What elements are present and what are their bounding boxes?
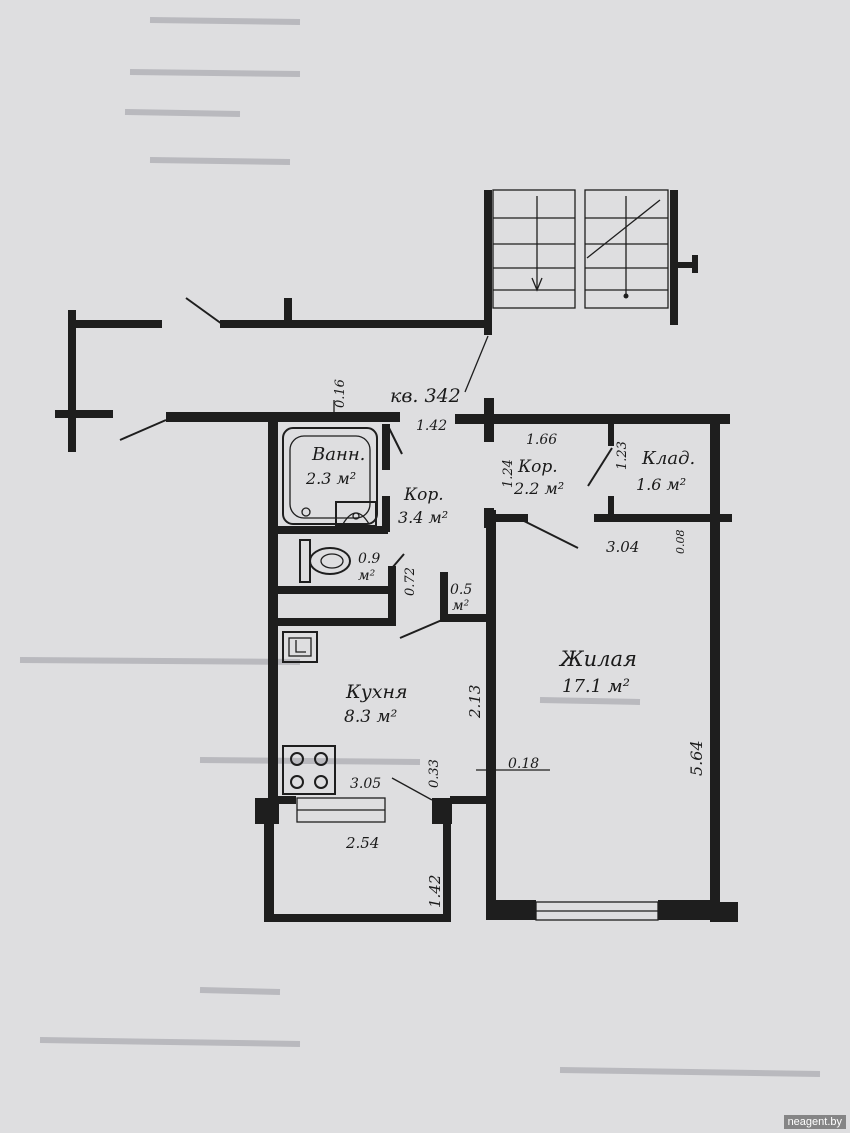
kitchen-area: 8.3 м² bbox=[344, 707, 398, 727]
dim-0-16: 0.16 bbox=[333, 379, 348, 408]
dim-3-04: 3.04 bbox=[606, 538, 639, 556]
dim-1-23: 1.23 bbox=[615, 441, 630, 470]
corridor-small-area: 2.2 м² bbox=[513, 479, 564, 498]
storage-area: 1.6 м² bbox=[636, 475, 686, 494]
living-area: 17.1 м² bbox=[562, 676, 630, 697]
landing-walls bbox=[55, 297, 492, 452]
dimension-lines bbox=[333, 400, 550, 801]
dim-5-64: 5.64 bbox=[687, 740, 706, 776]
corridor-main-area: 3.4 м² bbox=[398, 508, 448, 527]
wc-area-unit: м² bbox=[358, 568, 376, 584]
dim-3-05: 3.05 bbox=[350, 776, 381, 792]
closet-area-unit: м² bbox=[452, 598, 470, 614]
closet-area-number: 0.5 bbox=[450, 582, 472, 598]
dim-1-66: 1.66 bbox=[526, 432, 557, 448]
dim-0-08: 0.08 bbox=[674, 530, 687, 555]
staircase bbox=[484, 189, 698, 335]
apartment-number: кв. 342 bbox=[390, 385, 461, 407]
washbasin bbox=[335, 501, 377, 527]
labels: кв. 342 Ванн. 2.3 м² Кор. 3.4 м² Кор. 2.… bbox=[305, 379, 706, 908]
stove bbox=[282, 745, 336, 795]
dim-1-42-bottom: 1.42 bbox=[426, 875, 444, 908]
kitchen-sink bbox=[282, 631, 318, 663]
dim-0-72: 0.72 bbox=[403, 567, 418, 596]
dim-0-18: 0.18 bbox=[508, 756, 539, 772]
kitchen-name: Кухня bbox=[345, 681, 408, 703]
apartment-walls bbox=[166, 398, 738, 922]
dim-2-54: 2.54 bbox=[345, 834, 379, 852]
dim-1-42-top: 1.42 bbox=[416, 418, 447, 434]
fixtures bbox=[282, 427, 378, 795]
storage-name: Клад. bbox=[641, 448, 695, 469]
corridor-main-name: Кор. bbox=[403, 485, 444, 505]
dim-1-24: 1.24 bbox=[501, 459, 516, 488]
print-through-lines bbox=[19, 17, 821, 1077]
watermark: neagent.by bbox=[783, 1115, 846, 1129]
living-name: Жилая bbox=[558, 647, 637, 671]
bathtub bbox=[282, 427, 378, 525]
dim-2-13: 2.13 bbox=[466, 685, 484, 719]
bath-name: Ванн. bbox=[311, 444, 365, 465]
wc-area-number: 0.9 bbox=[358, 551, 380, 567]
dim-0-33: 0.33 bbox=[427, 759, 442, 788]
corridor-small-name: Кор. bbox=[517, 457, 558, 477]
bath-area: 2.3 м² bbox=[305, 469, 356, 488]
